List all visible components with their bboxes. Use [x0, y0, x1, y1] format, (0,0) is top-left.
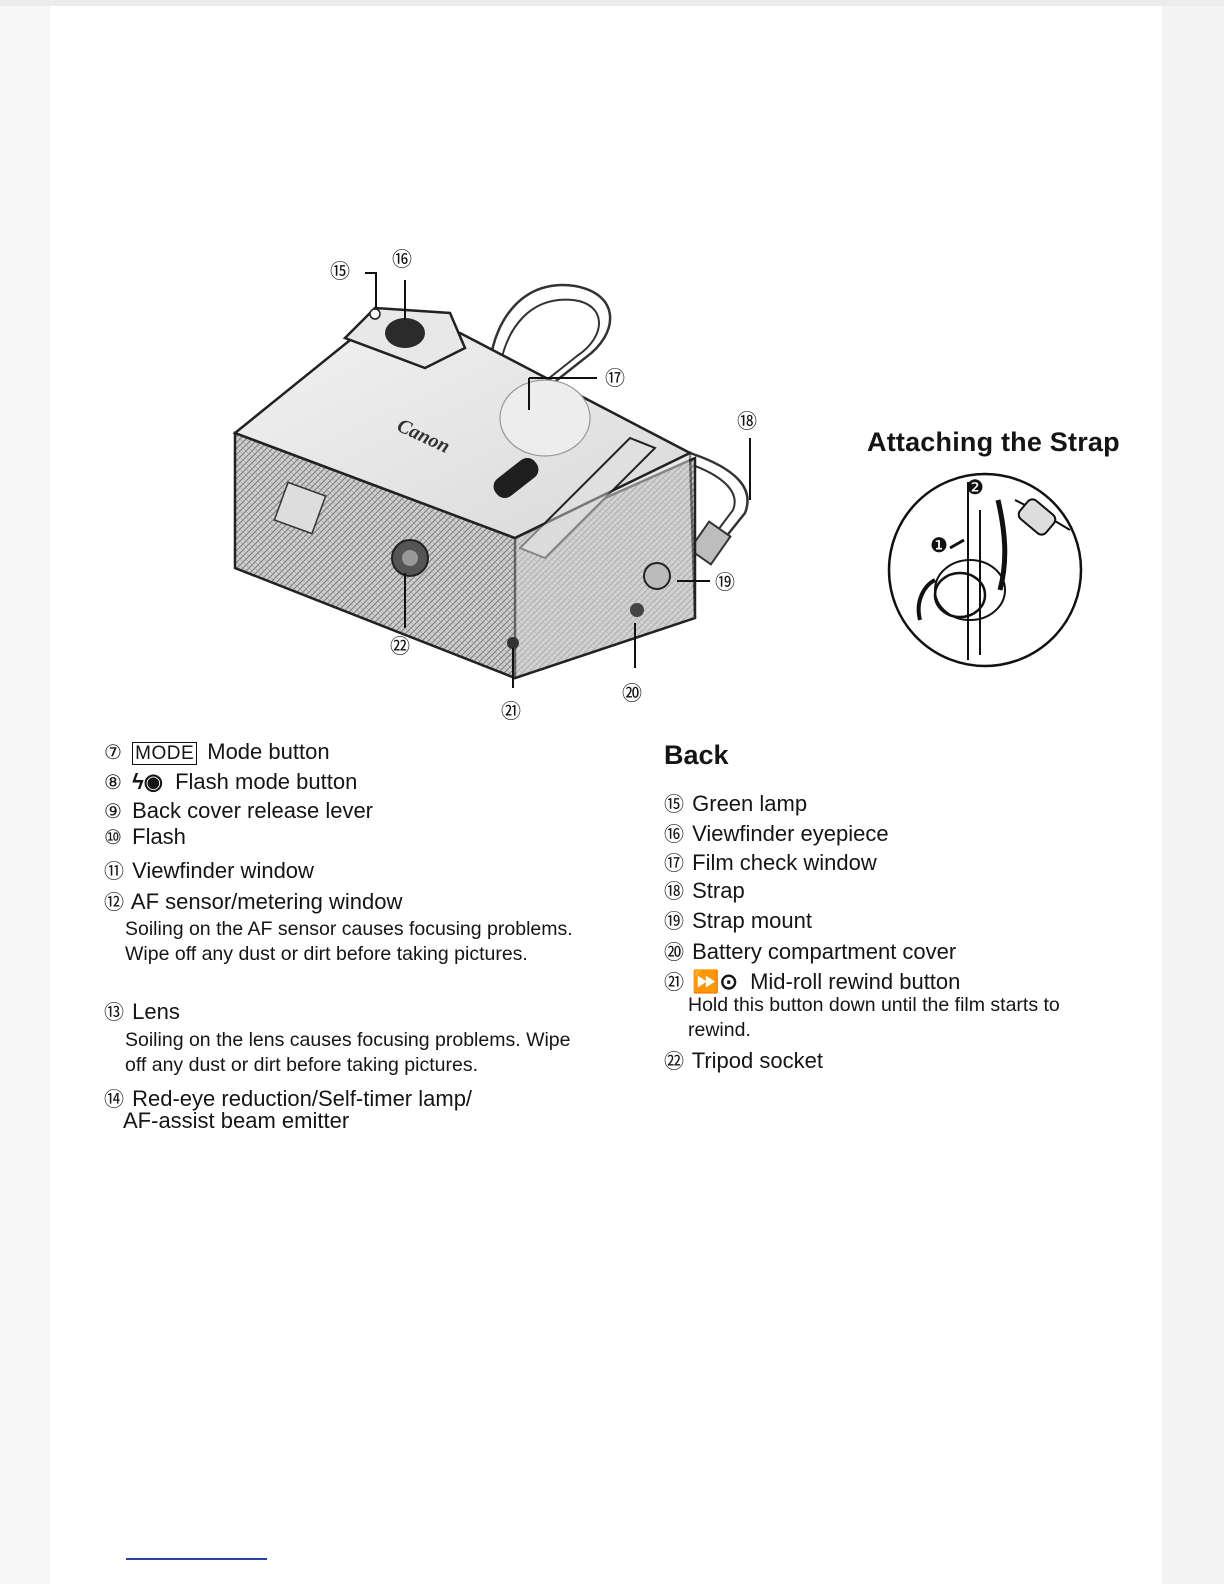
item-label: Strap mount — [692, 908, 812, 933]
mode-badge: MODE — [132, 742, 198, 765]
rewind-icon: ⏩⊙ — [692, 969, 738, 994]
flash-redeye-icon: ϟ◉ — [132, 769, 163, 794]
item-label: Red-eye reduction/Self-timer lamp/ — [132, 1086, 473, 1111]
item-label: Viewfinder window — [132, 858, 314, 883]
item-label: Mode button — [207, 739, 330, 764]
list-item-back-cover-lever: ⑨ Back cover release lever — [104, 798, 373, 824]
item-label: Tripod socket — [691, 1048, 823, 1073]
callout-20: ⑳ — [622, 681, 642, 705]
strap-step-1: ❶ — [930, 533, 948, 557]
item-label: Mid-roll rewind button — [750, 969, 961, 994]
item-number: ⑦ — [104, 742, 122, 764]
item-number: ⑧ — [104, 772, 122, 794]
callout-16: ⑯ — [392, 247, 412, 271]
item-label: Viewfinder eyepiece — [692, 821, 889, 846]
scan-edge-left — [0, 0, 50, 1584]
list-item-viewfinder-eyepiece: ⑯ Viewfinder eyepiece — [664, 818, 889, 847]
strap-attachment-diagram: ❶ ❷ — [887, 472, 1083, 668]
item-label: Strap — [692, 878, 745, 903]
list-item-tripod-socket: ㉒ Tripod socket — [664, 1045, 823, 1074]
item-label: Flash — [132, 824, 186, 849]
lens-note: Soiling on the lens causes focusing prob… — [125, 1029, 571, 1076]
list-item-strap: ⑱ Strap — [664, 875, 745, 904]
item-number: ⑳ — [664, 942, 684, 964]
item-label: Film check window — [692, 850, 877, 875]
strap-step-2: ❷ — [966, 475, 984, 499]
scan-edge-top — [0, 0, 1224, 6]
camera-back-illustration: Canon ⑮ ⑯ ⑰ ⑱ ⑲ ⑳ ㉑ ㉒ — [232, 247, 757, 723]
list-item-green-lamp: ⑮ Green lamp — [664, 788, 807, 817]
list-item-viewfinder-window: ⑪ Viewfinder window — [104, 855, 314, 884]
list-item-redeye-lamp: ⑭ Red-eye reduction/Self-timer lamp/ — [104, 1083, 472, 1112]
item-number: ㉒ — [664, 1051, 684, 1073]
item-number: ⑬ — [104, 1002, 124, 1024]
item-label: Flash mode button — [175, 769, 358, 794]
callout-17: ⑰ — [605, 366, 625, 390]
list-item-lens: ⑬ Lens — [104, 996, 180, 1025]
item-label: Green lamp — [692, 791, 808, 816]
list-item-af-sensor: ⑫ AF sensor/metering window — [104, 886, 402, 915]
callout-19: ⑲ — [715, 570, 735, 594]
item-label: Lens — [132, 999, 180, 1024]
item-label: Back cover release lever — [132, 798, 374, 823]
list-item-film-check-window: ⑰ Film check window — [664, 847, 877, 876]
list-item-mode-button: ⑦ MODE Mode button — [104, 739, 330, 765]
midroll-rewind-note: Hold this button down until the film sta… — [688, 994, 1060, 1041]
list-item-flash-mode-button: ⑧ ϟ◉ Flash mode button — [104, 769, 357, 795]
back-heading: Back — [664, 740, 729, 770]
footer-rule — [126, 1558, 267, 1560]
item-number: ⑭ — [104, 1089, 124, 1111]
item-number: ⑮ — [664, 794, 684, 816]
item-number: ⑨ — [104, 801, 122, 823]
callout-22: ㉒ — [390, 634, 410, 658]
list-item-battery-cover: ⑳ Battery compartment cover — [664, 936, 956, 965]
item-number: ⑱ — [664, 881, 684, 903]
item-number: ⑰ — [664, 853, 684, 875]
list-item-flash: ⑩ Flash — [104, 824, 186, 850]
callout-21: ㉑ — [501, 699, 521, 723]
item-number: ⑯ — [664, 824, 684, 846]
redeye-lamp-label-continued: AF-assist beam emitter — [123, 1108, 350, 1133]
item-number: ⑩ — [104, 827, 122, 849]
item-number: ⑪ — [104, 861, 124, 883]
list-item-midroll-rewind: ㉑ ⏩⊙ Mid-roll rewind button — [664, 966, 960, 995]
callout-18: ⑱ — [737, 409, 757, 433]
item-number: ⑲ — [664, 911, 684, 933]
strap-heading: Attaching the Strap — [867, 427, 1120, 457]
item-number: ⑫ — [104, 892, 124, 914]
scan-edge-right — [1162, 0, 1224, 1584]
list-item-strap-mount: ⑲ Strap mount — [664, 905, 812, 934]
af-sensor-note: Soiling on the AF sensor causes focusing… — [125, 918, 573, 965]
item-label: Battery compartment cover — [692, 939, 957, 964]
item-label: AF sensor/metering window — [130, 889, 403, 914]
item-number: ㉑ — [664, 972, 684, 994]
callout-15: ⑮ — [330, 259, 350, 283]
